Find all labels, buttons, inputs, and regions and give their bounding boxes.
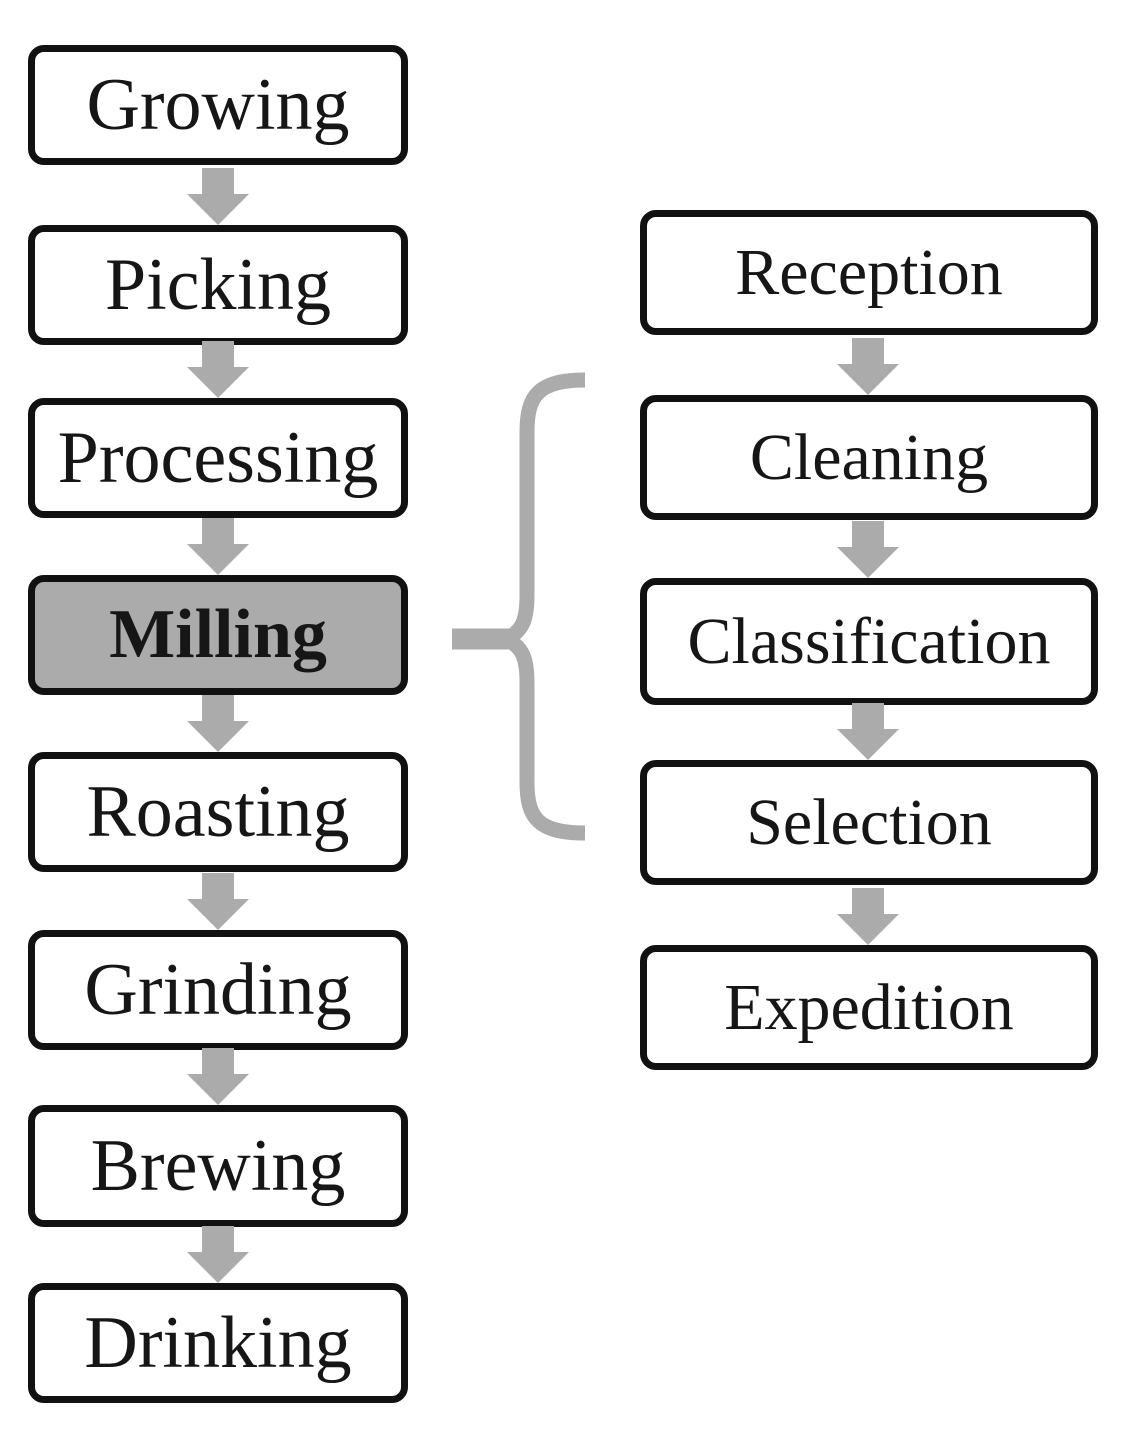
arrow-shape [187, 518, 249, 575]
arrow-down-icon [187, 518, 249, 575]
arrow-down-icon [187, 1048, 249, 1105]
arrow-down-icon [837, 703, 899, 760]
arrow-shape [187, 341, 249, 398]
brace-icon [452, 372, 586, 841]
flow-box-selection: Selection [640, 760, 1098, 885]
arrow-down-icon [187, 341, 249, 398]
arrow-shape [187, 695, 249, 752]
arrow-down-icon [187, 1226, 249, 1283]
arrow-shape [187, 1048, 249, 1105]
arrow-down-icon [837, 338, 899, 395]
flow-box-expedition: Expedition [640, 945, 1098, 1070]
arrow-down-icon [837, 521, 899, 578]
arrow-down-icon [187, 168, 249, 225]
flow-box-milling: Milling [28, 575, 408, 695]
flow-box-cleaning: Cleaning [640, 395, 1098, 520]
flow-box-processing: Processing [28, 398, 408, 518]
arrow-shape [187, 168, 249, 225]
flow-box-brewing: Brewing [28, 1105, 408, 1227]
arrow-shape [837, 703, 899, 760]
arrow-shape [837, 521, 899, 578]
flow-box-drinking: Drinking [28, 1283, 408, 1403]
arrow-shape [187, 873, 249, 930]
arrow-shape [187, 1226, 249, 1283]
arrow-down-icon [837, 888, 899, 945]
flow-box-growing: Growing [28, 45, 408, 165]
arrow-shape [837, 888, 899, 945]
arrow-down-icon [187, 695, 249, 752]
flow-box-grinding: Grinding [28, 930, 408, 1050]
flow-box-classification: Classification [640, 578, 1098, 705]
curly-brace [488, 372, 586, 841]
flow-box-reception: Reception [640, 210, 1098, 335]
flow-box-roasting: Roasting [28, 752, 408, 872]
arrow-shape [837, 338, 899, 395]
arrow-down-icon [187, 873, 249, 930]
flow-box-picking: Picking [28, 225, 408, 345]
